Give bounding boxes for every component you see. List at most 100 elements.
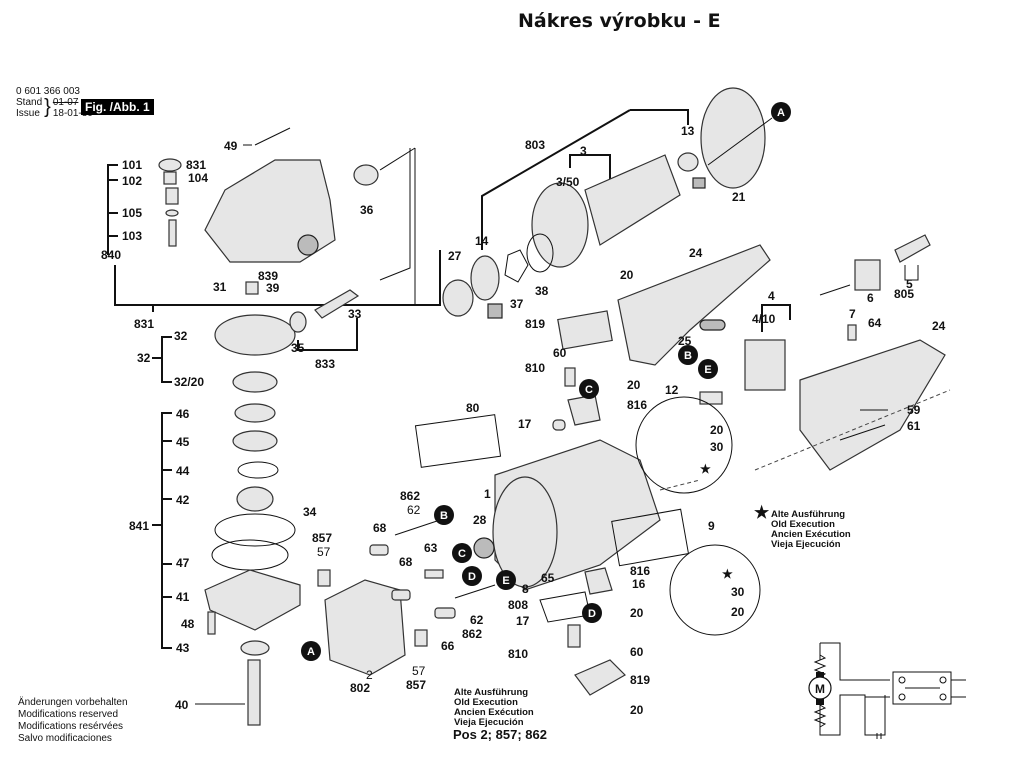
stand-label: Stand [16, 97, 43, 108]
page-title: Nákres výrobku - E [518, 10, 721, 32]
part-label: 819 [525, 317, 545, 331]
bracket-803 [481, 109, 631, 250]
bearing-shim-part [487, 303, 503, 319]
part-label: 839 [258, 269, 278, 283]
motor-icon [808, 676, 832, 700]
callout-C-stator: C [452, 543, 472, 563]
part-label: 104 [188, 171, 208, 185]
part-label: 17 [516, 614, 530, 628]
part-label: 57 [412, 664, 426, 678]
ring-27-part [442, 279, 474, 317]
part-label: 8 [522, 582, 529, 596]
note-line: Old Execution [454, 697, 518, 708]
brush-17-part [552, 419, 566, 431]
note-line: Vieja Ejecución [454, 717, 524, 728]
field-coil-2-part [324, 579, 406, 676]
circlip-44-part [237, 461, 279, 479]
part-label: 63 [424, 541, 438, 555]
knob-cap-part [158, 158, 182, 172]
issue-value: 18-01-30 [52, 108, 93, 119]
part-label: 803 [525, 138, 545, 152]
part-label: 840 [101, 248, 121, 262]
motor-housing-group [414, 310, 951, 696]
bracket-833 [297, 318, 358, 351]
part-label: 17 [518, 417, 532, 431]
part-label: 24 [932, 319, 946, 333]
screw-49-part [254, 127, 291, 146]
bracket-831 [114, 250, 441, 306]
part-label: 13 [681, 124, 695, 138]
callout-A-top: A [771, 102, 791, 122]
svg-text:E: E [704, 364, 711, 376]
spindle-lock-part [297, 234, 319, 256]
connector-68a-part [369, 544, 389, 556]
part-label: 103 [122, 229, 142, 243]
part-label: 2 [366, 668, 373, 682]
document-header: 0 601 366 003 Stand Issue } 01-07 18-01-… [16, 86, 93, 119]
part-label: 7 [849, 307, 856, 321]
label-80-part [414, 414, 502, 468]
part-label: 44 [176, 464, 190, 478]
callout-C-brush: C [579, 379, 599, 399]
part-label: 16 [632, 577, 646, 591]
part-label: 30 [710, 440, 724, 454]
brush-bottom-icon [816, 699, 824, 705]
field-coil-top-icon [813, 654, 827, 678]
part-label: 12 [665, 383, 679, 397]
plate-819b-part [574, 659, 626, 696]
figure-label: Fig. /Abb. 1 [81, 99, 154, 115]
part-label: 857 [312, 531, 332, 545]
part-label: 21 [732, 190, 746, 204]
mains-leads [951, 679, 966, 698]
part-label: 20 [710, 423, 724, 437]
part-label: 101 [122, 158, 142, 172]
part-label: 808 [508, 598, 528, 612]
part-label: 105 [122, 206, 142, 220]
part-label: 27 [448, 249, 462, 263]
part-label: 32 [137, 351, 151, 365]
part-label: 9 [708, 519, 715, 533]
part-label: 33 [348, 307, 362, 321]
part-label: 102 [122, 174, 142, 188]
part-label: 80 [466, 401, 480, 415]
bearing-shim-part [692, 177, 706, 189]
part-label: 61 [907, 419, 921, 433]
lead-862b-part [454, 584, 496, 599]
callout-B-stator: B [434, 505, 454, 525]
dashed-leader [659, 389, 951, 491]
brush-810b-part [567, 624, 581, 648]
part-label: 36 [360, 203, 374, 217]
part-label: 64 [868, 316, 882, 330]
cable-part [819, 284, 851, 296]
bracket-840 [107, 164, 118, 255]
callout-E-stator: E [496, 570, 516, 590]
part-label: 6 [867, 291, 874, 305]
svg-text:D: D [468, 571, 476, 583]
footer-line: Modifications resérvées [18, 721, 124, 732]
part-labels: 49 101 102 831 104 105 103 840 31 839 39… [101, 124, 946, 717]
callout-A-bottom: A [301, 641, 321, 661]
connector-66-part [434, 607, 456, 619]
part-label: 841 [129, 519, 149, 533]
old-execution-note-positions: Alte Ausführung Old Execution Ancien Exé… [454, 688, 534, 728]
leader-line [707, 117, 773, 166]
note-line: Alte Ausführung [454, 687, 529, 698]
part-label: 3/50 [556, 175, 580, 189]
part-label: 41 [176, 590, 190, 604]
part-label: 831 [134, 317, 154, 331]
armature-part [584, 154, 681, 246]
plate-37-part [504, 249, 529, 283]
part-label: 5 [906, 277, 913, 291]
part-label: 833 [315, 357, 335, 371]
brace-glyph: } [44, 96, 51, 118]
part-label: 20 [630, 703, 644, 717]
connector-68b-part [391, 589, 411, 601]
bearing-flange-41-part [204, 569, 301, 631]
callout-D-stator: D [462, 566, 482, 586]
sleeve-part [165, 187, 179, 205]
detail-circle-1 [635, 396, 733, 494]
part-label: 68 [399, 555, 413, 569]
switch-4-part [744, 339, 786, 391]
o-ring-part [165, 209, 179, 217]
